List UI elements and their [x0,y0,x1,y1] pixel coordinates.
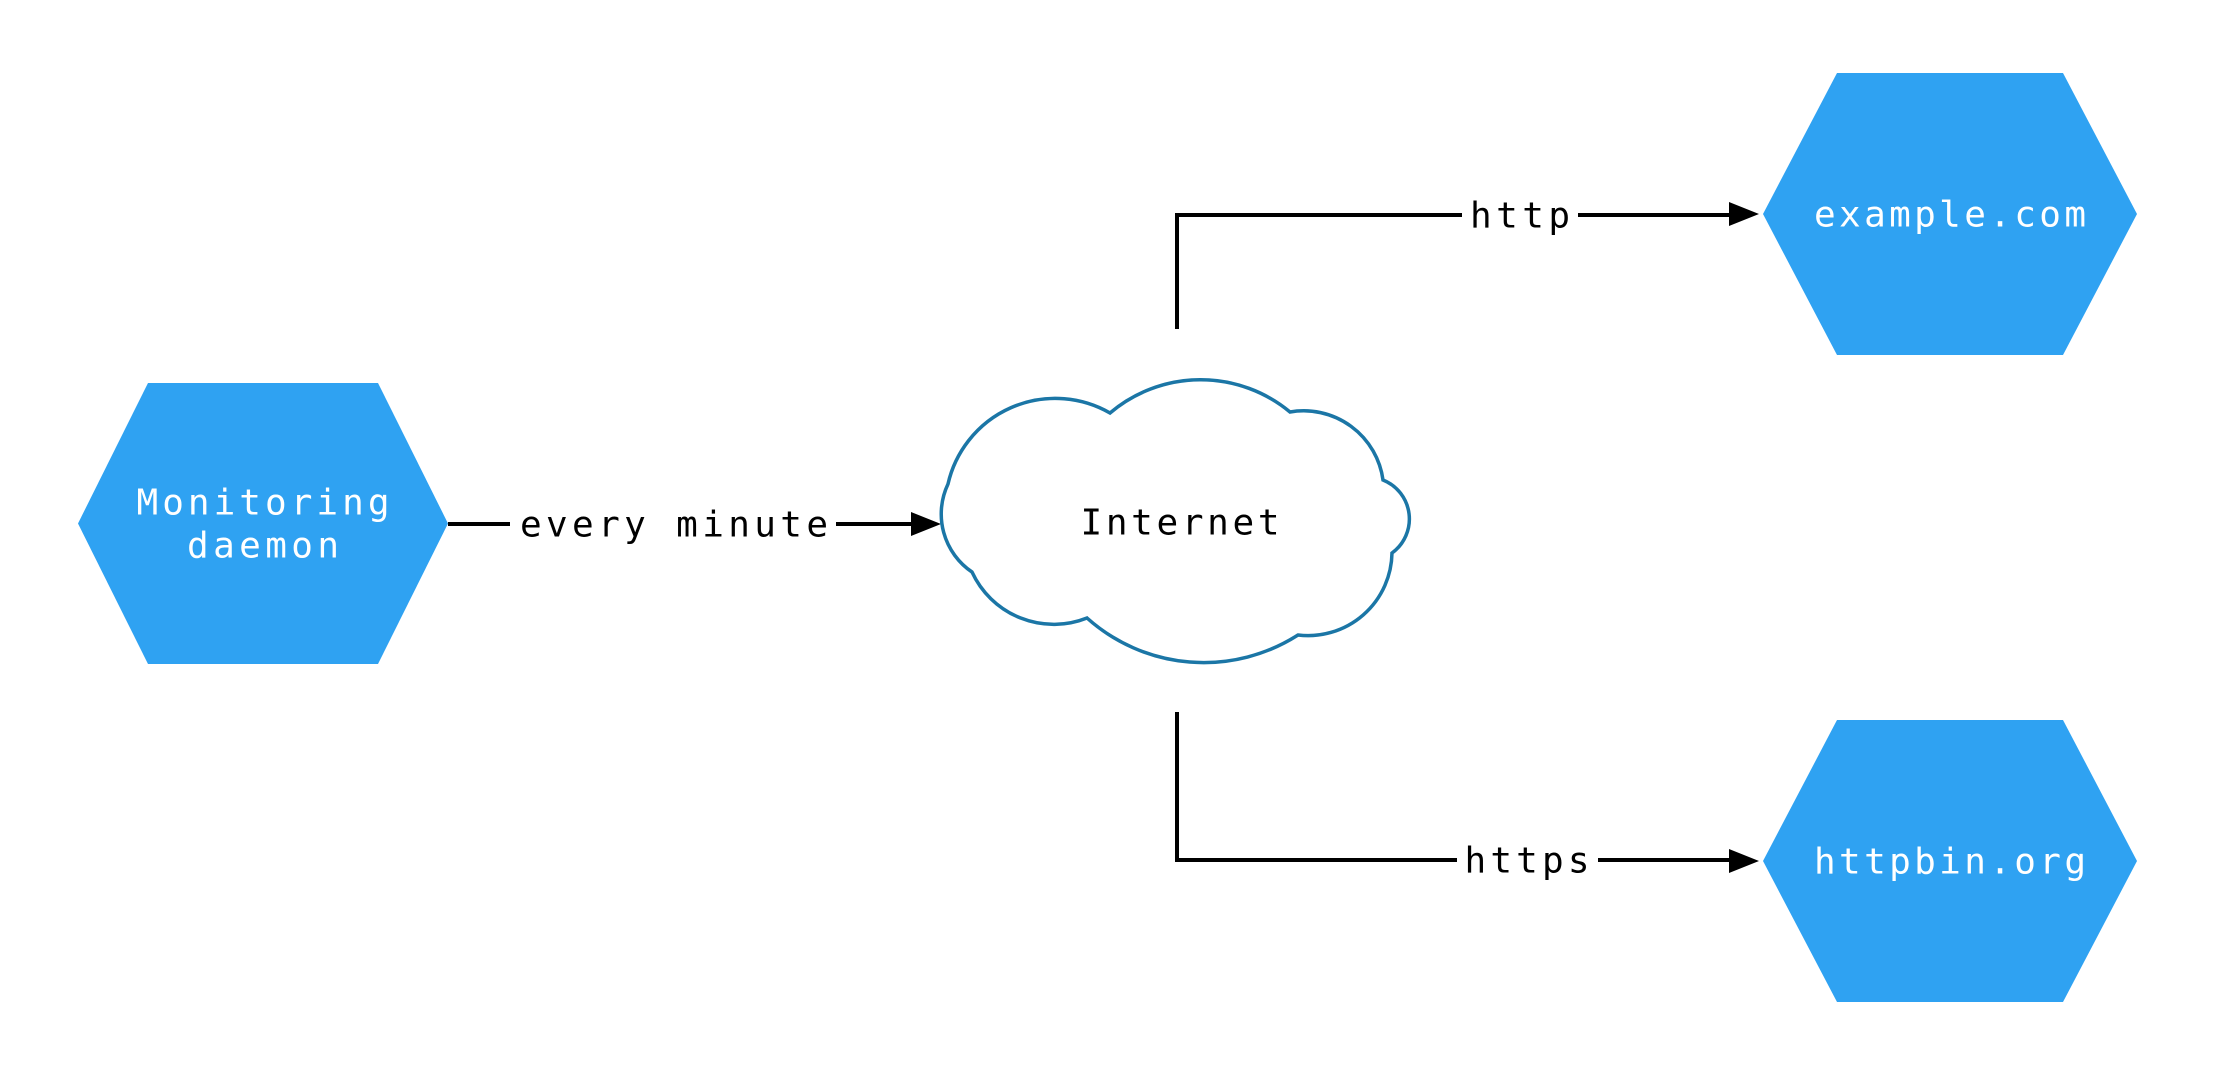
example-com-hexagon [1763,73,2137,355]
arrowhead-icon [1729,202,1759,226]
httpbin-org-hexagon [1763,720,2137,1002]
node-internet-cloud: Internet [939,377,1412,665]
edge-https-label: https [1465,841,1590,882]
httpbin-org-label: httpbin.org [1814,842,2086,883]
example-com-label: example.com [1814,195,2086,236]
edge-every-minute-label-bg [510,497,836,553]
edge-https: https [1175,712,1759,888]
edge-https-label-bg [1457,832,1598,888]
internet-cloud-shape [939,377,1412,665]
edge-http: http [1175,188,1759,329]
monitoring-daemon-hexagon [78,383,448,664]
node-httpbin-org: httpbin.org [1763,720,2137,1002]
edge-http-label-bg [1462,188,1578,242]
node-example-com: example.com [1763,73,2137,355]
arrowhead-icon [911,512,941,536]
node-monitoring-daemon: Monitoring daemon [78,383,448,664]
edge-every-minute: every minute [448,497,941,553]
arrowhead-icon [1729,849,1759,873]
